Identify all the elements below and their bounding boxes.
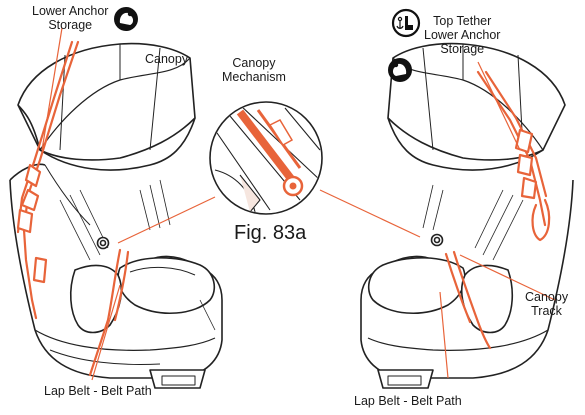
- forward-facing-seat-icon: [388, 58, 412, 82]
- lower-anchor-storage-line2: Storage: [32, 18, 108, 32]
- top-tether-lower-anchor-storage-label: Top Tether Lower Anchor Storage: [424, 14, 500, 56]
- anchor-seat-icon: [393, 10, 419, 36]
- canopy-track-line1: Canopy: [525, 290, 568, 304]
- canopy-track-label: Canopy Track: [525, 290, 568, 318]
- canopy-mechanism-label: Canopy Mechanism: [222, 56, 286, 84]
- top-tether-line3: Storage: [424, 42, 500, 56]
- lower-anchor-storage-line1: Lower Anchor: [32, 4, 108, 18]
- left-car-seat: [10, 44, 222, 388]
- canopy-mechanism-magnifier: [210, 102, 322, 214]
- canopy-label: Canopy: [145, 52, 188, 66]
- canopy-mechanism-line2: Mechanism: [222, 70, 286, 84]
- right-car-seat: [361, 44, 573, 388]
- canopy-mechanism-line1: Canopy: [222, 56, 286, 70]
- top-tether-line2: Lower Anchor: [424, 28, 500, 42]
- rear-facing-seat-icon: [114, 7, 138, 31]
- figure-caption: Fig. 83a: [234, 222, 306, 245]
- lap-belt-label-left: Lap Belt - Belt Path: [44, 384, 152, 398]
- lower-anchor-storage-label-left: Lower Anchor Storage: [32, 4, 108, 32]
- lap-belt-label-right: Lap Belt - Belt Path: [354, 394, 462, 408]
- canopy-track-line2: Track: [525, 304, 568, 318]
- top-tether-line1: Top Tether: [424, 14, 500, 28]
